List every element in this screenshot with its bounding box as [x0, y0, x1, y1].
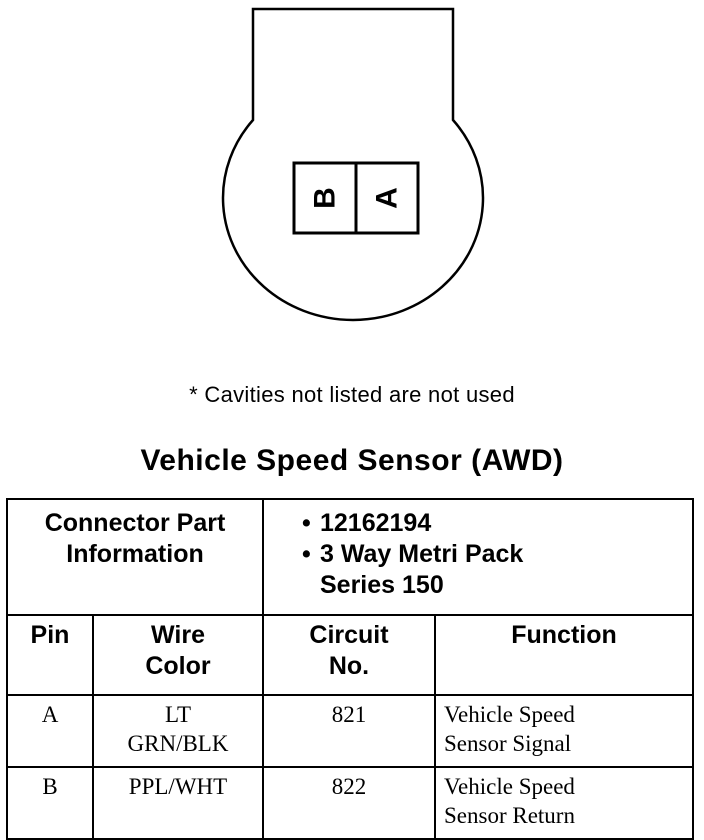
connector-outline: [221, 7, 485, 322]
table-row: A LT GRN/BLK 821 Vehicle Speed Sensor Si…: [6, 694, 694, 768]
connector-info-table: Connector Part Information 12162194 3 Wa…: [6, 498, 694, 840]
pin-cell: B: [6, 766, 94, 840]
column-header-row: Pin Wire Color Circuit No. Function: [6, 614, 694, 696]
circuit-value: 821: [331, 702, 367, 727]
function-line1: Vehicle Speed: [444, 774, 575, 799]
part-info-values: 12162194 3 Way Metri Pack Series 150: [262, 498, 694, 616]
part-info-label-line1: Connector Part: [44, 509, 226, 537]
pin-value: B: [42, 774, 58, 799]
cavity-label-a: A: [371, 187, 404, 209]
wire-color-cell: PPL/WHT: [92, 766, 264, 840]
part-info-label: Connector Part Information: [6, 498, 264, 616]
function-line1: Vehicle Speed: [444, 702, 575, 727]
col-header-pin: Pin: [6, 614, 94, 696]
col-header-wire-line2: Color: [145, 652, 211, 680]
col-header-circuit-line1: Circuit: [309, 621, 389, 649]
part-number: 12162194: [302, 508, 692, 539]
function-line2: Sensor Signal: [444, 731, 572, 756]
connector-face-diagram: B A: [221, 7, 485, 322]
wire-color-line1: LT: [165, 702, 191, 727]
cavity-box-a: [354, 161, 420, 235]
col-header-wire-color: Wire Color: [92, 614, 264, 696]
circuit-cell: 822: [262, 766, 436, 840]
function-line2: Sensor Return: [444, 803, 575, 828]
page-title: Vehicle Speed Sensor (AWD): [140, 444, 564, 477]
unused-cavities-note: * Cavities not listed are not used: [189, 382, 515, 407]
part-type: 3 Way Metri Pack: [302, 539, 692, 570]
pin-cell: A: [6, 694, 94, 768]
col-header-wire-line1: Wire: [151, 621, 205, 649]
part-info-row: Connector Part Information 12162194 3 Wa…: [6, 498, 694, 616]
col-header-circuit: Circuit No.: [262, 614, 436, 696]
pin-value: A: [41, 702, 59, 727]
wire-color-line2: GRN/BLK: [127, 731, 229, 756]
col-header-function: Function: [434, 614, 694, 696]
cavity-label-b: B: [309, 187, 342, 209]
wire-color-cell: LT GRN/BLK: [92, 694, 264, 768]
col-header-function-text: Function: [511, 621, 617, 649]
circuit-value: 822: [331, 774, 367, 799]
col-header-circuit-line2: No.: [328, 652, 370, 680]
part-info-label-line2: Information: [66, 540, 204, 568]
table-row: B PPL/WHT 822 Vehicle Speed Sensor Retur…: [6, 766, 694, 840]
part-series: Series 150: [320, 571, 444, 599]
col-header-pin-text: Pin: [30, 621, 70, 649]
circuit-cell: 821: [262, 694, 436, 768]
wire-color-line1: PPL/WHT: [128, 774, 228, 799]
function-cell: Vehicle Speed Sensor Return: [434, 766, 694, 840]
function-cell: Vehicle Speed Sensor Signal: [434, 694, 694, 768]
